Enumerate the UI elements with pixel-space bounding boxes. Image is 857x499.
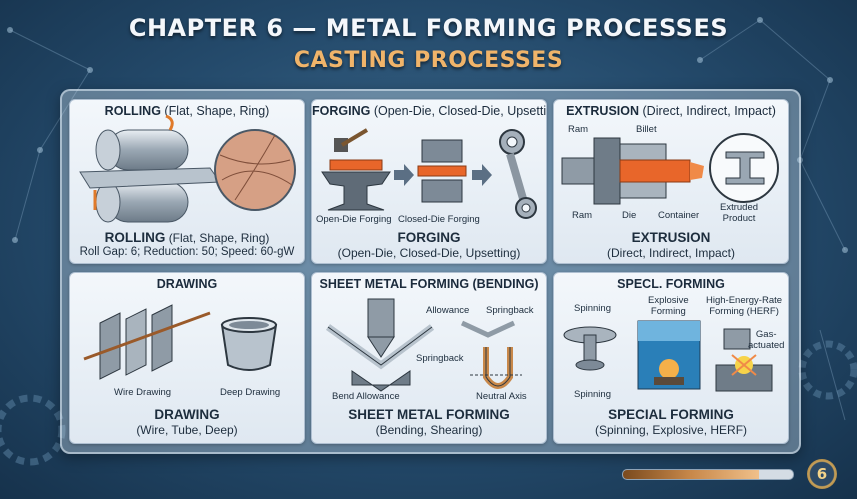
forging-panel: FORGING (Open-Die, Closed-Die, Upsetting… bbox=[311, 99, 547, 264]
rolling-heading: ROLLING (Flat, Shape, Ring) bbox=[104, 104, 270, 118]
deep-drawing-label: Deep Drawing bbox=[220, 387, 281, 398]
forging-caption-detail: (Open-Die, Closed-Die, Upsetting) bbox=[337, 246, 521, 260]
billet-label: Billet bbox=[636, 124, 657, 135]
rolling-caption: ROLLING (Flat, Shape, Ring) bbox=[104, 230, 270, 245]
forging-heading: FORGING (Open-Die, Closed-Die, Upsetting… bbox=[312, 104, 547, 118]
allowance-label: Allowance bbox=[426, 305, 470, 316]
drawing-panel: DRAWING Wire Drawing Deep Drawing DRAWIN… bbox=[69, 272, 305, 444]
special-forming-caption-detail: (Spinning, Explosive, HERF) bbox=[594, 423, 748, 437]
special-forming-illustration bbox=[563, 320, 773, 392]
sheet-metal-panel: SHEET METAL FORMING (BENDING) Allowance … bbox=[311, 272, 547, 444]
drawing-heading: DRAWING bbox=[156, 277, 218, 291]
slide-progress-bar bbox=[622, 469, 794, 480]
die-label: Die bbox=[622, 210, 637, 221]
springback-mid-label: Springback bbox=[416, 353, 464, 364]
rolling-illustration bbox=[79, 114, 296, 223]
extruded-product-label: Extruded Product bbox=[720, 202, 759, 224]
forging-illustration bbox=[321, 128, 537, 219]
sheet-metal-caption: SHEET METAL FORMING bbox=[348, 407, 510, 422]
spinning-top-label: Spinning bbox=[574, 303, 611, 314]
chapter-number-badge: 6 bbox=[807, 459, 837, 489]
special-forming-panel: SPECL. FORMING Spinning Explosive Formin… bbox=[553, 272, 789, 444]
springback-top-label: Springback bbox=[486, 305, 534, 316]
open-die-label: Open-Die Forging bbox=[316, 214, 392, 225]
special-forming-caption: SPECIAL FORMING bbox=[608, 407, 734, 422]
drawing-caption-detail: (Wire, Tube, Deep) bbox=[136, 423, 238, 437]
rolling-parameters: Roll Gap: 6; Reduction: 50; Speed: 60-gW bbox=[79, 246, 295, 258]
spinning-bottom-label: Spinning bbox=[574, 389, 611, 400]
closed-die-label: Closed-Die Forging bbox=[398, 214, 480, 225]
sheet-metal-caption-detail: (Bending, Shearing) bbox=[375, 423, 483, 437]
page-subtitle: CASTING PROCESSES bbox=[293, 48, 564, 73]
drawing-illustration bbox=[83, 304, 278, 380]
sheet-metal-illustration bbox=[325, 298, 522, 392]
extrusion-heading: EXTRUSION (Direct, Indirect, Impact) bbox=[566, 104, 776, 118]
drawing-caption: DRAWING bbox=[154, 407, 220, 422]
extrusion-panel: EXTRUSION (Direct, Indirect, Impact) Ram… bbox=[553, 99, 789, 264]
gas-actuated-label: Gas- actuated bbox=[748, 329, 785, 351]
forging-caption: FORGING bbox=[397, 230, 461, 245]
neutral-axis-label: Neutral Axis bbox=[476, 391, 527, 402]
rolling-panel: ROLLING (Flat, Shape, Ring) ROLLING (Fla… bbox=[69, 99, 305, 264]
sheet-metal-heading: SHEET METAL FORMING (BENDING) bbox=[319, 277, 539, 291]
slide-progress-fill bbox=[623, 470, 759, 479]
extrusion-caption: EXTRUSION bbox=[631, 230, 711, 245]
page-title: CHAPTER 6 — METAL FORMING PROCESSES bbox=[128, 14, 729, 42]
ram-top-label: Ram bbox=[568, 124, 589, 135]
container-label: Container bbox=[658, 210, 700, 221]
explosive-forming-label: Explosive Forming bbox=[648, 295, 689, 317]
ram-bottom-label: Ram bbox=[572, 210, 593, 221]
bend-allowance-label: Bend Allowance bbox=[332, 391, 400, 402]
herf-label: High-Energy-Rate Forming (HERF) bbox=[706, 295, 783, 317]
wire-drawing-label: Wire Drawing bbox=[114, 387, 172, 398]
special-forming-heading: SPECL. FORMING bbox=[617, 277, 725, 291]
extrusion-caption-detail: (Direct, Indirect, Impact) bbox=[606, 246, 736, 260]
extrusion-illustration bbox=[561, 133, 779, 205]
